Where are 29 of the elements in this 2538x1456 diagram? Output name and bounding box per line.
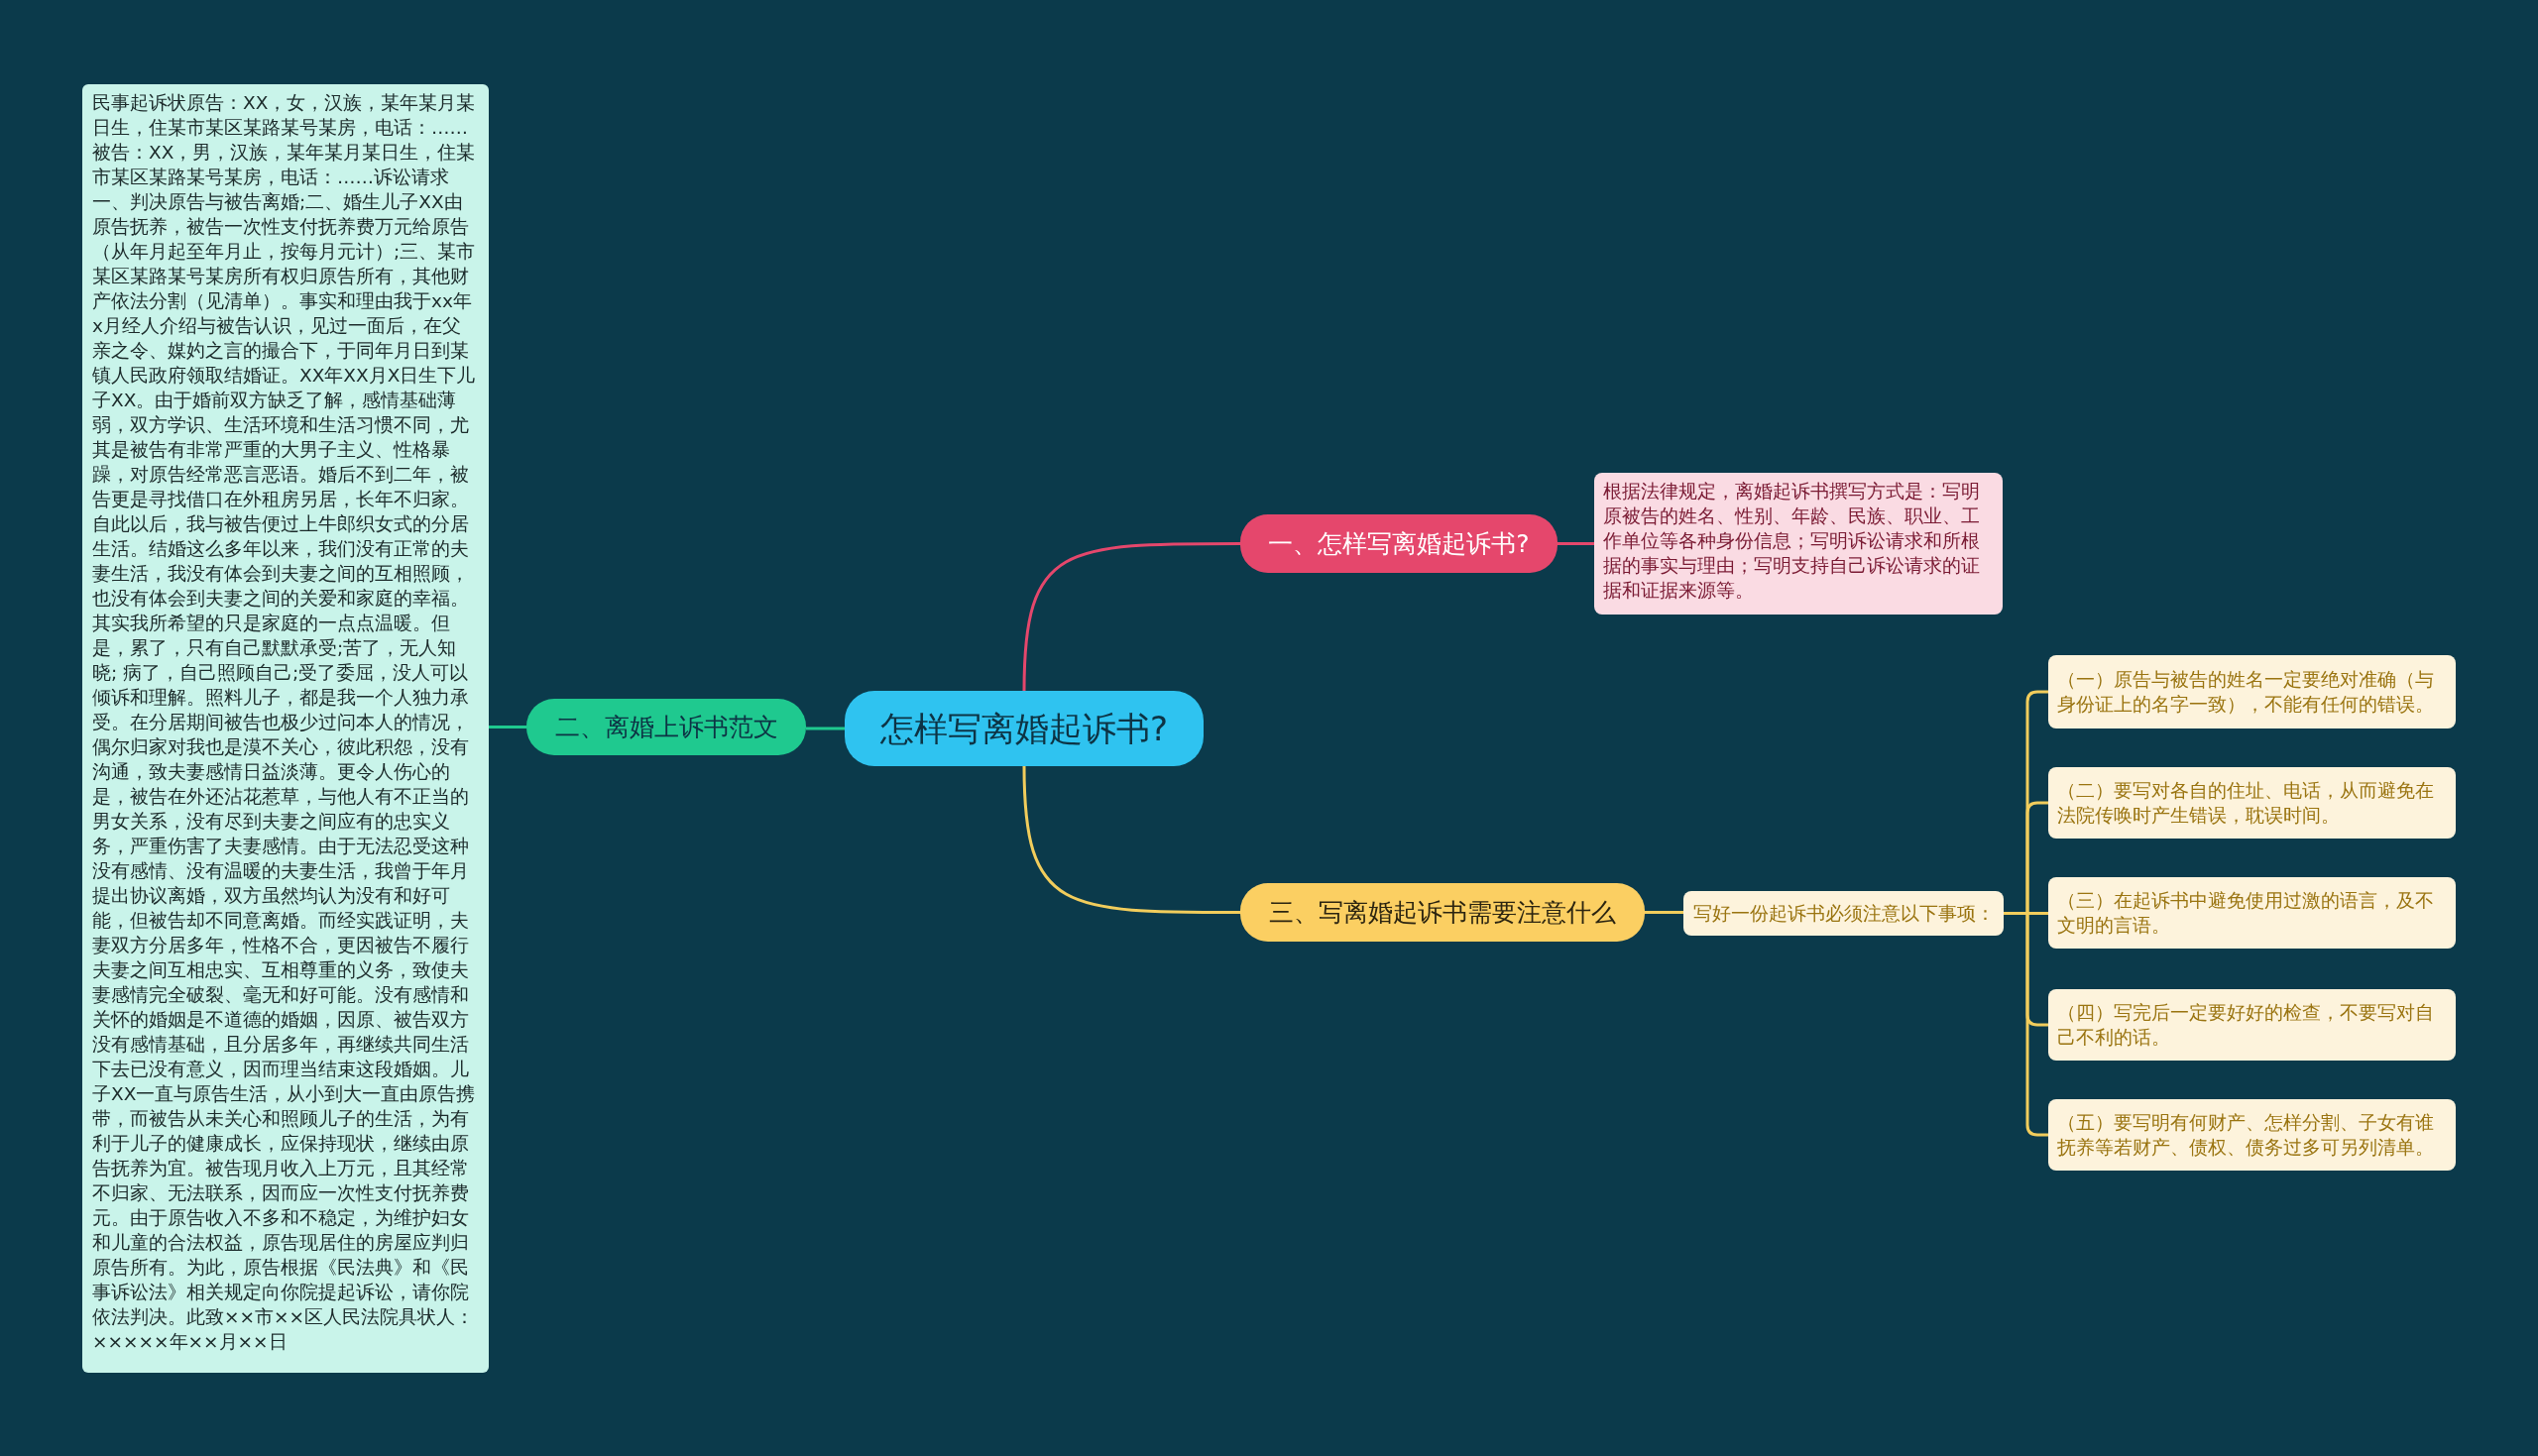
node-text: 二、离婚上诉书范文 <box>553 711 779 743</box>
connector-line <box>1557 542 1594 545</box>
central-topic <box>845 691 1204 766</box>
node-text: （三）在起诉书中避免使用过激的语言，及不文明的言语。 <box>2057 888 2435 938</box>
connector-line <box>2004 912 2048 1137</box>
node-text: 根据法律规定，离婚起诉书撰写方式是：写明原被告的姓名、性别、年龄、民族、职业、工作单位等各种身份信息；写明诉讼请求和所根据的事实与理由；写明支持自己诉讼请求的证据和证据来源等。 <box>1603 479 1981 603</box>
connector-line <box>806 727 845 730</box>
node-text: （五）要写明有何财产、怎样分割、子女有谁抚养等若财产、债权、债务过多可另列清单。 <box>2057 1110 2435 1160</box>
detail-card <box>1594 473 2003 615</box>
detail-card <box>2048 1099 2456 1171</box>
node-text: （四）写完后一定要好好的检查，不要写对自己不利的话。 <box>2057 1000 2435 1050</box>
node-text: 写好一份起诉书必须注意以下事项： <box>1691 901 1996 927</box>
detail-card <box>2048 767 2456 839</box>
branch-topic <box>1240 883 1645 942</box>
detail-card <box>2048 877 2456 949</box>
connector-line <box>489 726 526 728</box>
detail-card <box>2048 655 2456 728</box>
node-text: 一、怎样写离婚起诉书? <box>1267 527 1531 560</box>
node-text: （二）要写对各自的住址、电话，从而避免在法院传唤时产生错误，耽误时间。 <box>2057 778 2435 828</box>
node-text: 民事起诉状原告：XX，女，汉族，某年某月某日生，住某市某区某路某号某房，电话：……被告：XX，男，汉族，某年某月某日生，住某市某区某路某号某房，电话：……诉讼请求一、判决原告与被告离婚;二、婚生儿子XX由原告抚养，被告一次性支付抚养费万元给原告（从年月起至年月止，按每月元计）;三、某市某区某路某号某房所有权归原告所有，其他财产依法分割（见清单）。事实和理由我于xx年x月经人介绍与被告认识，见过一面后，在父亲之令、媒妁之言的撮合下，于同年月日到某镇人民政府领取结婚证。XX年XX月X日生下儿子XX。由于婚前双方缺乏了解，感情基础薄弱，双方学识、生活环境和生活习惯不同，尤其是被告有非常严重的大男子主义、性格暴躁，对原告经常恶言恶语。婚后不到二年，被告更是寻找借口在外租房另居，长年不归家。自此以后，我与被告便过上牛郎织女式的分居生活。结婚这么多年以来，我们没有正常的夫妻生活，我没有体会到夫妻之间的互相照顾，也没有体会到夫妻之间的关爱和家庭的幸福。其实我所希望的只是家庭的一点点温暖。但是，累了，只有自己默默承受;苦了，无人知晓; 病了，自己照顾自己;受了委屈，没人可以倾诉和理解。照料儿子，都是我一个人独力承受。在分居期间被告也极少过问本人的情况，偶尔归家对我也是漠不关心，彼此积怨，没有沟通，致夫妻感情日益淡薄。更令人伤心的是，被告在外还沾花惹草，与他人有不正当的男女关系，没有尽到夫妻之间应有的忠实义务，严重伤害了夫妻感情。由于无法忍受这种没有感情、没有温暖的夫妻生活，我曾于年月提出协议离婚，双方虽然均认为没有和好可能，但被告却不同意离婚。而经实践证明，夫妻双方分居多年，性格不合，更因被告不履行夫妻之间互相忠实、互相尊重的义务，致使夫妻感情完全破裂、毫无和好可能。没有感情和关怀的婚姻是不道德的婚姻，因原、被告双方没有感情基础，且分居多年，再继续共同生活下去已没有意义，因而理当结束这段婚姻。儿子XX一直与原告生活，从小到大一直由原告携带，而被告从未关心和照顾儿子的生活，为有利于儿子的健康成长，应保持现状，继续由原告抚养为宜。被告现月收入上万元，且其经常不归家、无法联系，因而应一次性支付抚养费元。由于原告收入不多和不稳定，为维护妇女和儿童的合法权益，原告现居住的房屋应判归原告所有。为此，原告根据《民法典》和《民事诉讼法》相关规定向你院提起诉讼，请你院依法判决。此致××市××区人民法院具状人：×××××年××月××日 <box>92 91 477 1354</box>
node-text: 三、写离婚起诉书需要注意什么 <box>1268 896 1617 929</box>
connector-line <box>1022 765 1240 914</box>
detail-card <box>2048 989 2456 1061</box>
branch-topic <box>526 699 806 755</box>
node-text: 怎样写离婚起诉书? <box>878 707 1169 750</box>
subtopic-card <box>1683 891 2004 936</box>
connector-line <box>1645 911 1683 914</box>
node-text: （一）原告与被告的姓名一定要绝对准确（与身份证上的名字一致），不能有任何的错误。 <box>2057 667 2435 717</box>
connector-line <box>1022 542 1240 692</box>
